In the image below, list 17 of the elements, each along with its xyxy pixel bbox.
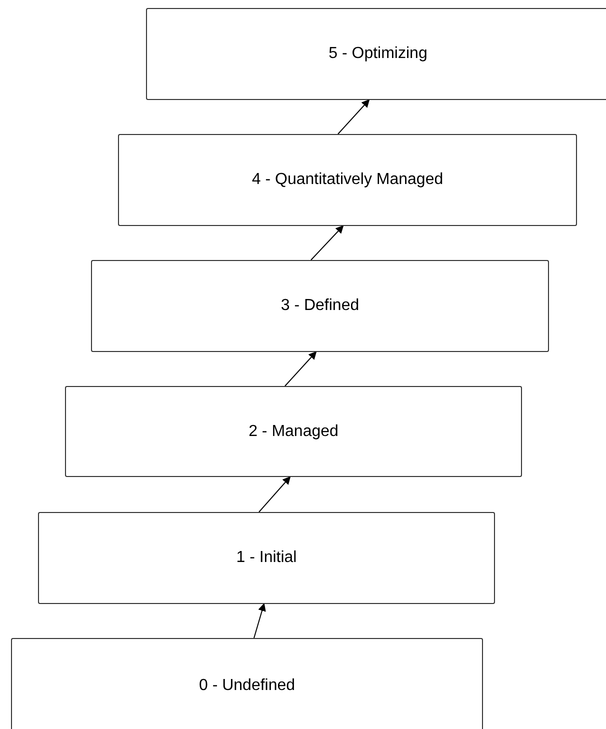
level-box	[146, 8, 606, 100]
level-box	[91, 260, 549, 352]
level-label: 0 - Undefined	[198, 676, 296, 696]
arrow	[284, 351, 317, 386]
level-box	[38, 512, 495, 604]
level-box	[118, 134, 577, 226]
level-label: 2 - Managed	[248, 422, 338, 442]
level-box	[65, 386, 522, 477]
level-box	[11, 638, 483, 729]
level-label: 3 - Defined	[280, 296, 360, 316]
arrow	[254, 603, 266, 638]
level-label: 5 - Optimizing	[328, 44, 428, 64]
arrow	[258, 476, 291, 512]
arrow	[338, 99, 370, 134]
level-label: 1 - Initial	[236, 548, 297, 568]
arrow	[310, 225, 344, 260]
level-label: 4 - Quantitatively Managed	[252, 170, 444, 190]
